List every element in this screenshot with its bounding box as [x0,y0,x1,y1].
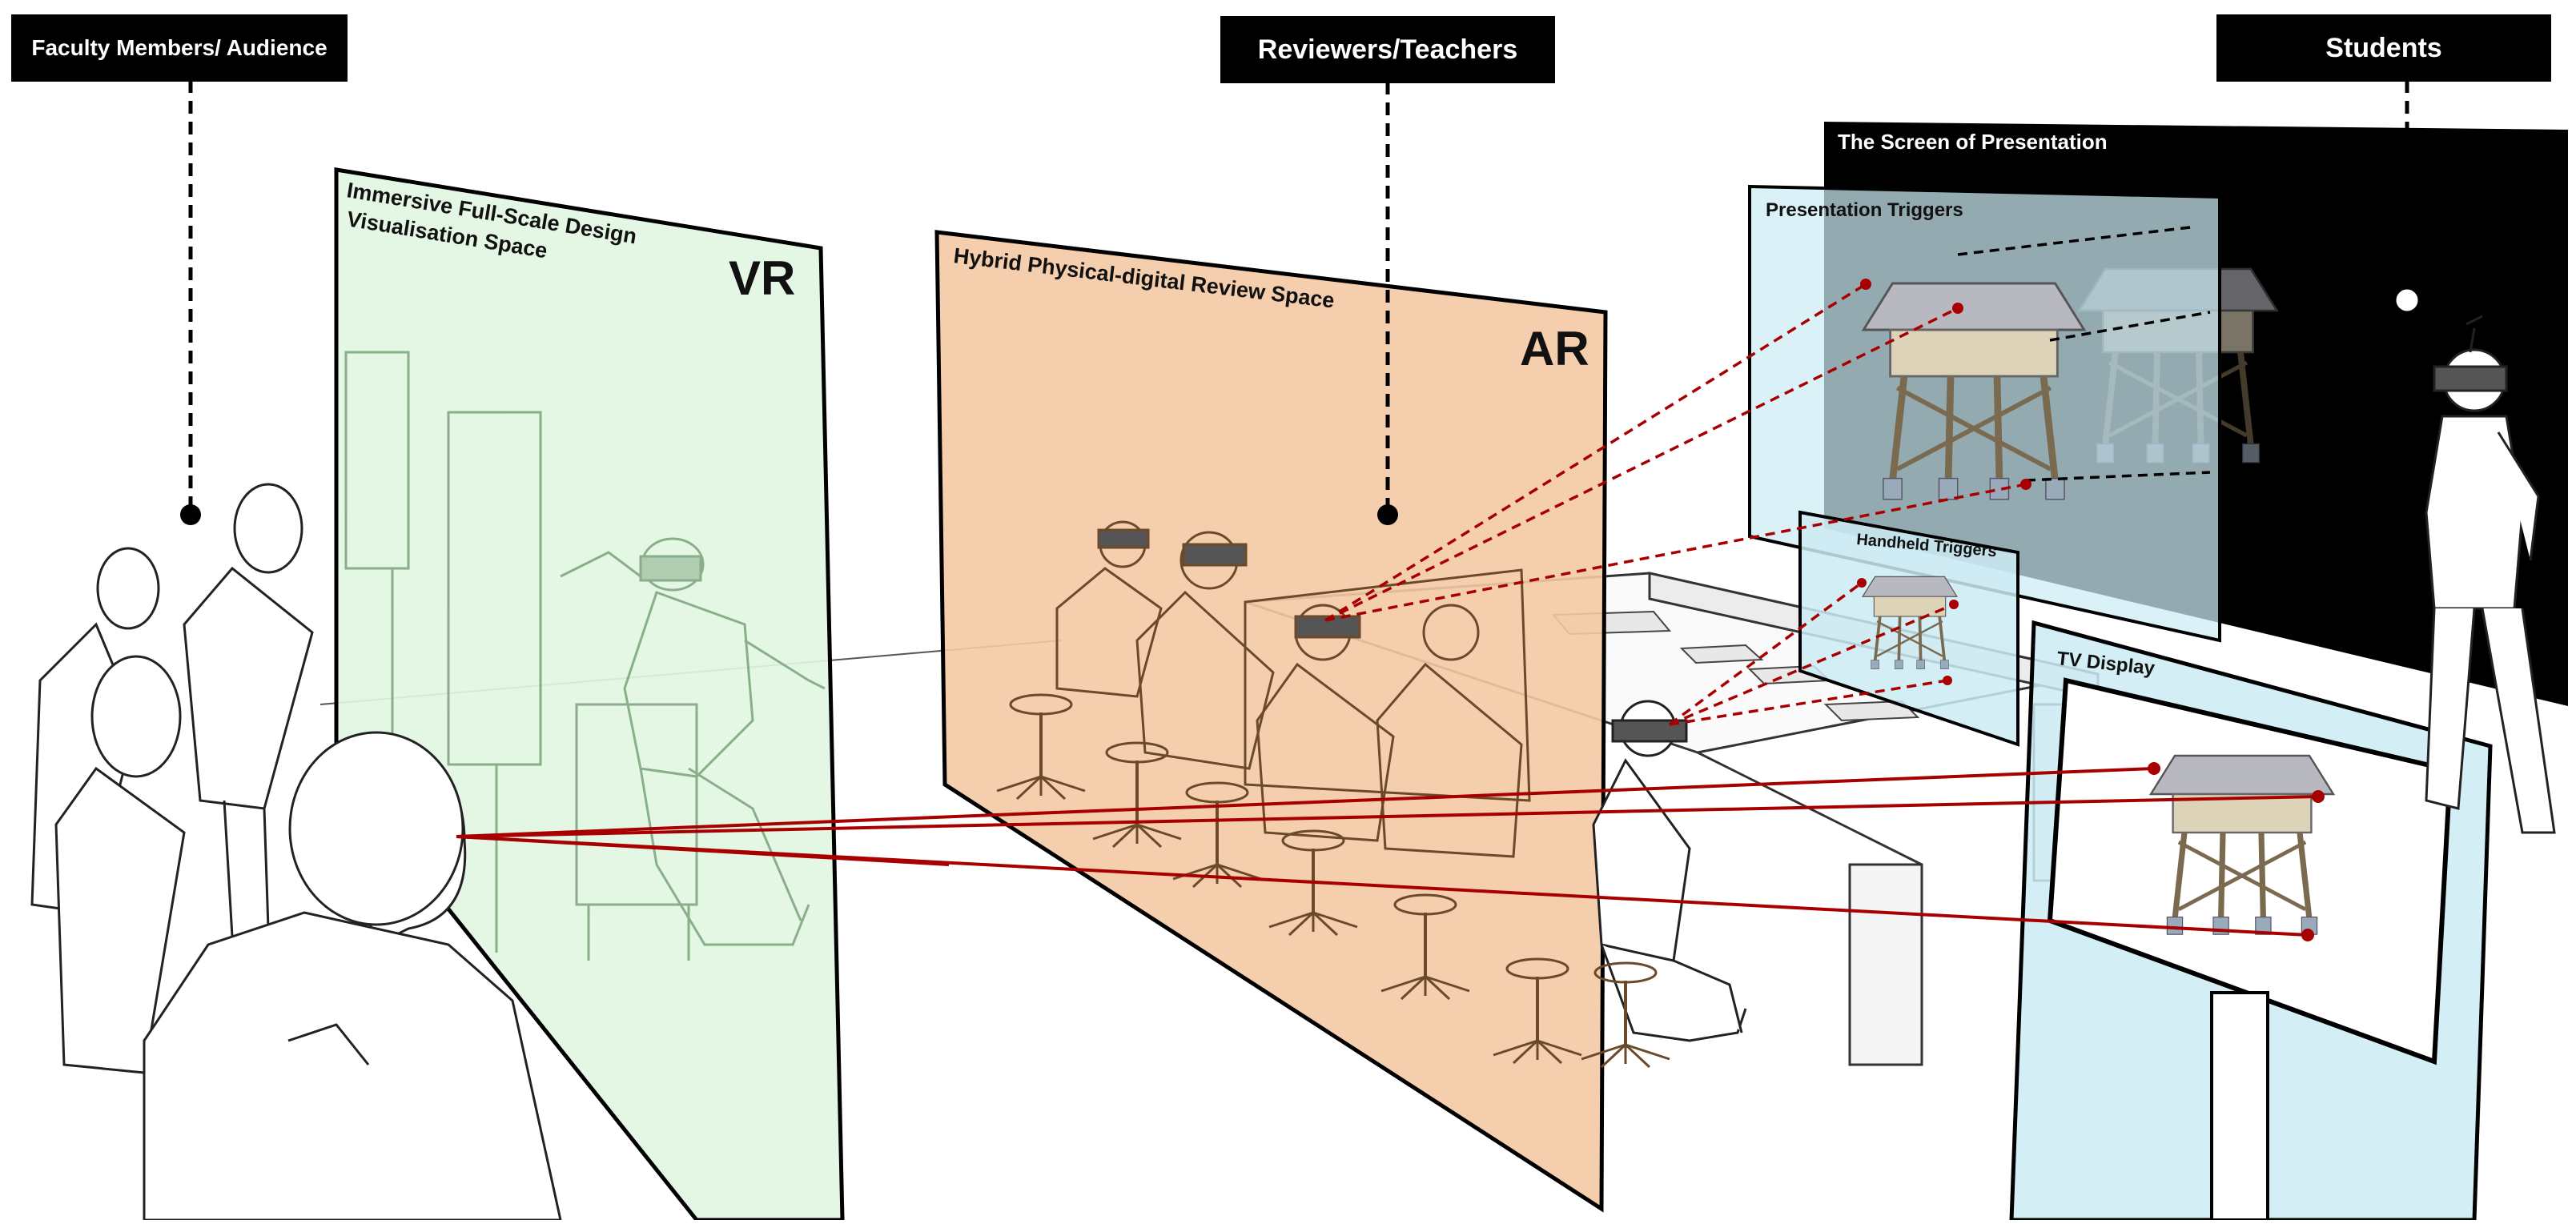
faculty-marker-dot [180,504,201,525]
reviewers-role-label: Reviewers/Teachers [1220,16,1555,83]
students-role-label: Students [2216,14,2551,82]
faculty-role-label: Faculty Members/ Audience [11,14,348,82]
role-leader-lines [188,80,2409,512]
seated-user-sketch [1580,700,1747,1069]
presentation-triggers-label: Presentation Triggers [1766,199,1963,221]
sightlines-reviewers [1324,283,2027,726]
reviewers-marker-dot [1377,504,1398,525]
screen-title: The Screen of Presentation [1838,130,2108,154]
standing-student-sketch [2425,315,2556,834]
audience-sketch [30,483,562,1222]
ar-panel [934,230,1608,1213]
ar-reviewers-sketch [1055,520,1531,858]
ar-tag: AR [1520,322,1589,375]
vr-tag: VR [729,251,795,305]
tv-stand [2210,991,2269,1222]
handheld-triggers-panel [1798,510,2019,747]
students-marker-dot [2396,289,2418,311]
sightlines-screen [1957,226,2211,482]
sightlines-audience [456,767,2319,937]
trigger-points [1857,279,2325,941]
